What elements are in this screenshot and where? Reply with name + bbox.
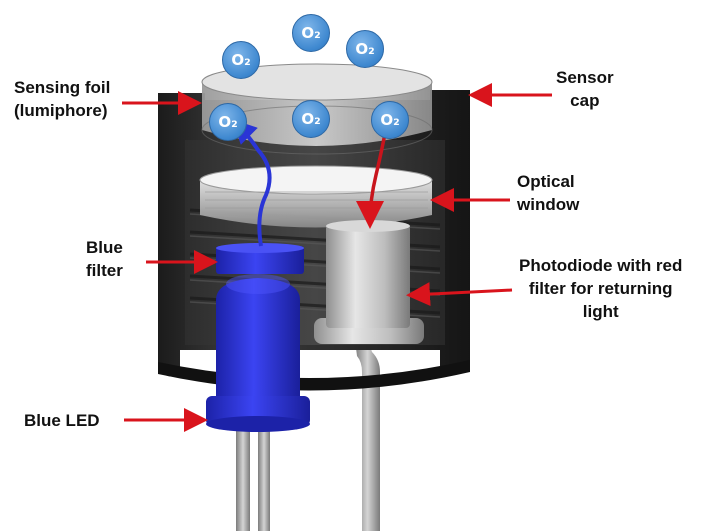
o2-molecule: O₂ <box>222 41 260 79</box>
photodiode-leg <box>355 340 380 531</box>
label-blue-filter: Blue filter <box>86 238 123 280</box>
arrow-photodiode <box>406 282 513 307</box>
label-sensing-foil: Sensing foil (lumiphore) <box>14 78 111 120</box>
blue-light-path <box>232 119 272 247</box>
blue-led <box>206 274 310 432</box>
o2-molecule: O₂ <box>371 101 409 139</box>
o2-molecule: O₂ <box>346 30 384 68</box>
label-sensor-cap: Sensor cap <box>556 68 614 110</box>
photodiode <box>314 220 424 344</box>
o2-molecule: O₂ <box>292 100 330 138</box>
optical-window <box>199 165 433 228</box>
o2-molecule: O₂ <box>292 14 330 52</box>
label-arrows <box>122 83 552 432</box>
label-blue-led: Blue LED <box>24 411 100 430</box>
led-leads <box>236 430 270 531</box>
label-optical-window: Optical window <box>517 172 580 214</box>
label-photodiode: Photodiode with red filter for returning… <box>519 256 683 321</box>
o2-molecule: O₂ <box>209 103 247 141</box>
blue-filter <box>216 243 304 274</box>
